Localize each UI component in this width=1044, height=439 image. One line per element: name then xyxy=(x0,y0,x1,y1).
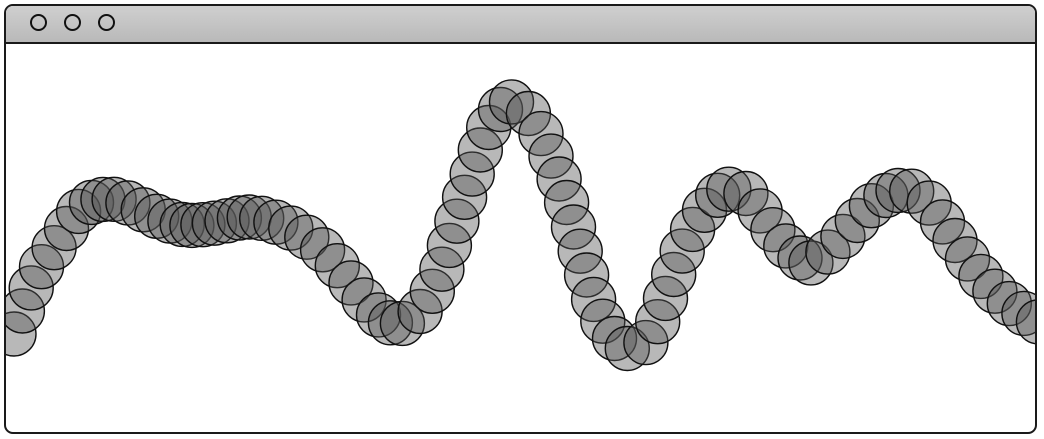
wave-circle xyxy=(180,201,226,248)
wave-circle xyxy=(341,277,387,323)
wave-circle xyxy=(6,288,46,334)
wave-circle xyxy=(449,151,495,197)
wave-circle xyxy=(623,319,669,366)
title-bar[interactable] xyxy=(6,6,1035,44)
wave-circle xyxy=(681,187,728,234)
wave-circle xyxy=(43,205,90,252)
wave-circle xyxy=(1015,299,1035,345)
wave-circle xyxy=(906,180,952,226)
close-button[interactable] xyxy=(30,14,47,31)
wave-circle xyxy=(604,325,650,372)
wave-circle xyxy=(580,298,626,344)
app-window xyxy=(4,4,1037,434)
wave-circle xyxy=(159,201,205,248)
circle-wave-drawing xyxy=(6,79,1035,372)
wave-circle xyxy=(518,110,564,157)
wave-circle xyxy=(434,198,480,244)
maximize-button[interactable] xyxy=(98,14,115,31)
wave-circle xyxy=(737,188,783,234)
wave-circle xyxy=(409,268,455,315)
wave-circle xyxy=(238,195,285,242)
wave-circle xyxy=(659,228,705,274)
wave-circle xyxy=(958,253,1004,300)
wave-circle xyxy=(91,176,137,223)
wave-circle xyxy=(777,235,823,281)
wave-circle xyxy=(80,176,126,223)
wave-circle xyxy=(889,168,935,214)
wave-circle xyxy=(55,188,102,235)
sketch-canvas xyxy=(6,44,1035,432)
wave-circle xyxy=(642,275,689,322)
wave-circle xyxy=(651,251,697,298)
wave-circle xyxy=(750,206,796,253)
wave-circle xyxy=(706,166,752,212)
wave-circle xyxy=(488,79,535,125)
wave-circle xyxy=(379,300,426,347)
wave-circle xyxy=(426,222,473,269)
wave-circle xyxy=(367,300,414,346)
wave-circle xyxy=(972,268,1018,314)
wave-circle xyxy=(6,311,37,357)
wave-circle xyxy=(763,223,809,269)
wave-circle xyxy=(570,276,617,323)
wave-circle xyxy=(875,167,921,214)
wave-circle xyxy=(18,243,65,290)
minimize-button[interactable] xyxy=(64,14,81,31)
wave-circle xyxy=(986,280,1032,327)
wave-circle xyxy=(284,214,330,260)
wave-circle xyxy=(355,292,402,338)
wave-circle xyxy=(8,265,54,311)
wave-circle xyxy=(268,205,314,251)
